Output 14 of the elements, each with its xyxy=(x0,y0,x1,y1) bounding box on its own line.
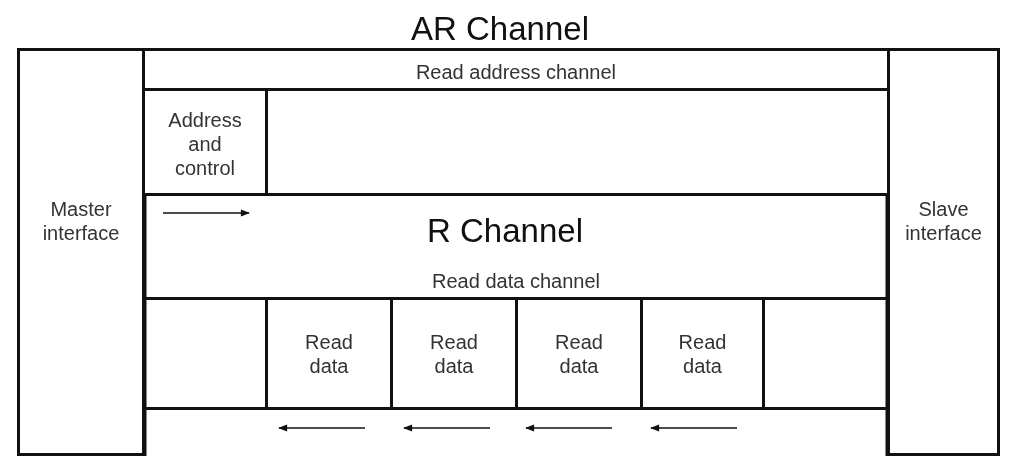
channel-title: AR Channel xyxy=(411,10,589,48)
cell-label: Address and control xyxy=(167,107,243,180)
interface-box xyxy=(17,48,145,456)
channel-heading: Read data channel xyxy=(432,269,600,293)
cell-label: Read data xyxy=(677,329,728,378)
interface-box xyxy=(887,48,1000,456)
interface-label: Slave interface xyxy=(904,197,983,245)
cell-label: Read data xyxy=(429,329,479,378)
cell-label: Read data xyxy=(554,329,604,378)
channel-band xyxy=(145,48,887,196)
interface-label: Master interface xyxy=(41,197,121,245)
channel-title: R Channel xyxy=(427,212,583,250)
channel-heading: Read address channel xyxy=(415,60,617,84)
cell-label: Read data xyxy=(304,329,354,378)
